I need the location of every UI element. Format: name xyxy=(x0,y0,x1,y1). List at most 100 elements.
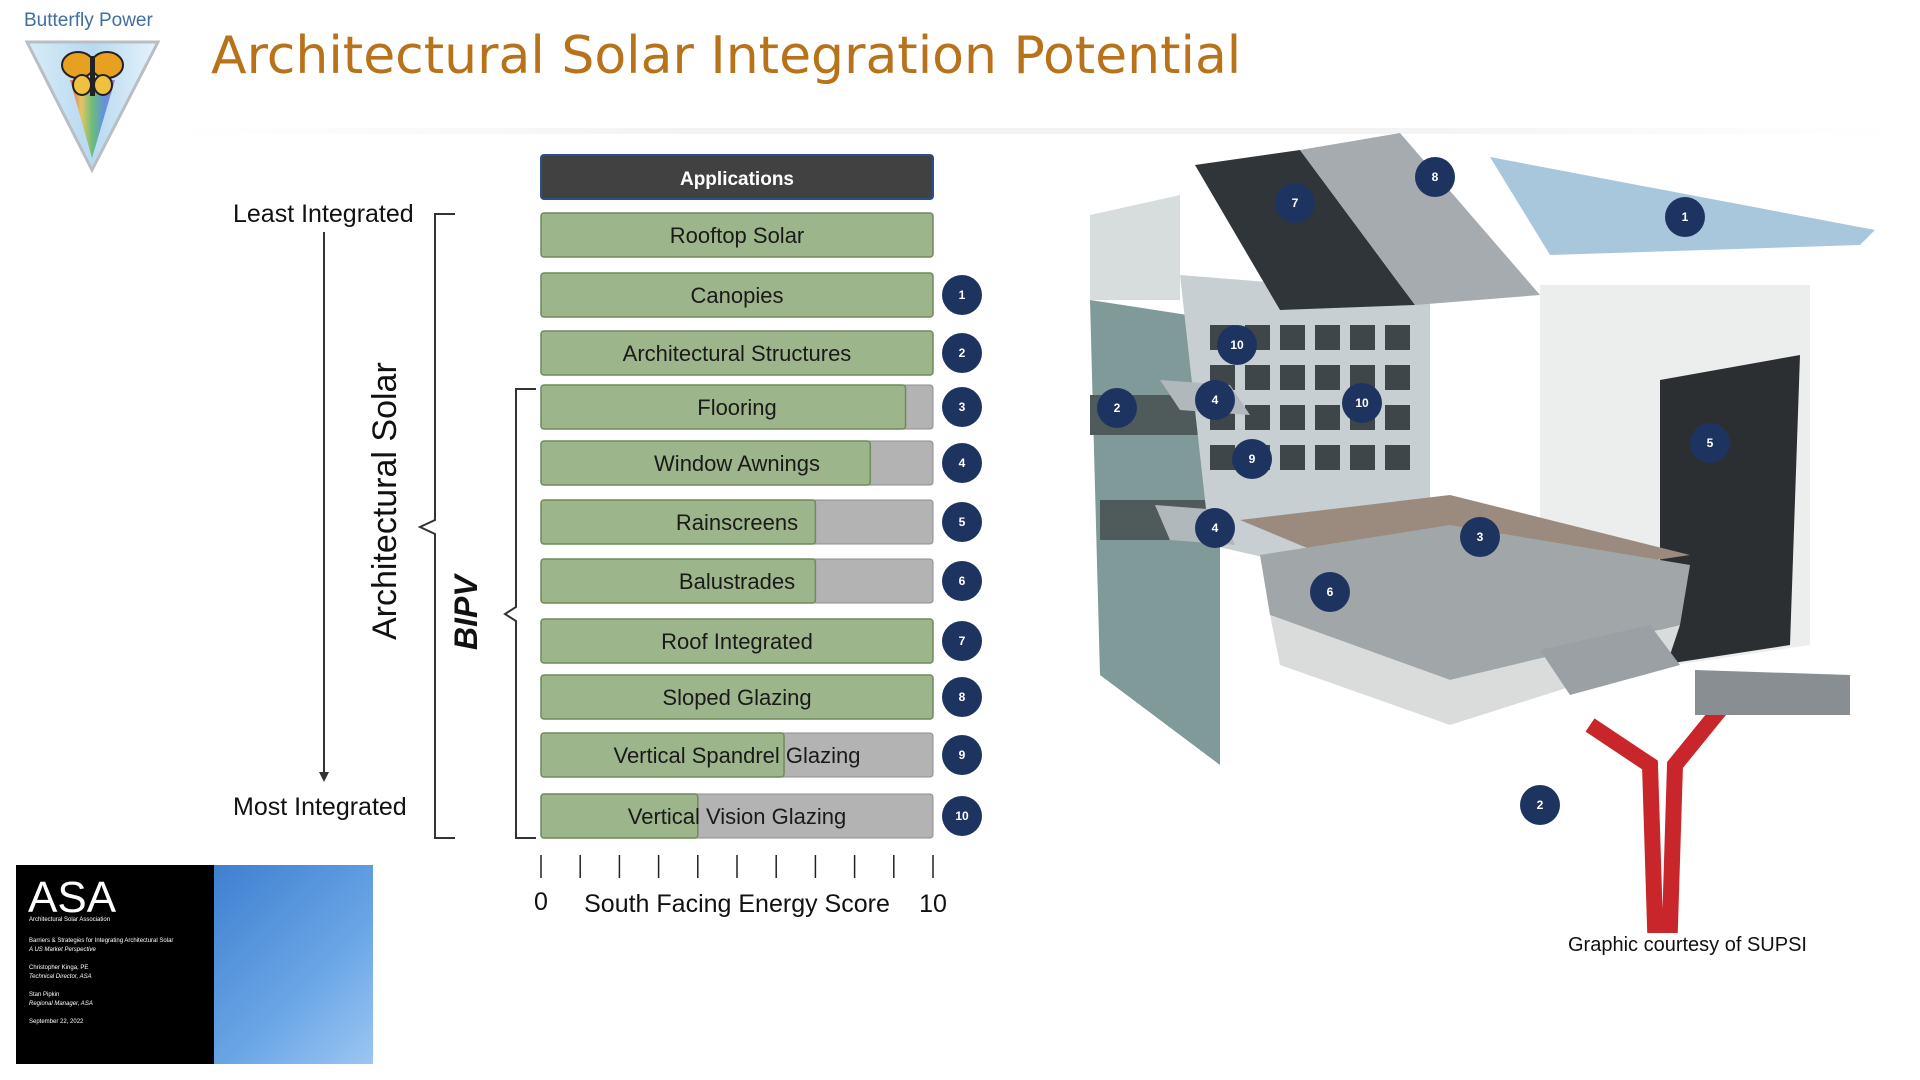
bar-3 xyxy=(540,330,934,376)
bar-label: Vertical Vision Glazing xyxy=(628,804,847,829)
architectural-solar-label: Architectural Solar xyxy=(366,362,404,640)
arrow-down-icon xyxy=(319,772,329,782)
thumbnail-line: September 22, 2022 xyxy=(29,1019,84,1025)
badge-label: 6 xyxy=(959,574,966,588)
badge-label: 2 xyxy=(959,346,966,360)
badge-label: 7 xyxy=(959,634,966,648)
badge-circle xyxy=(942,275,982,315)
bar-8 xyxy=(540,618,934,664)
architectural-solar-bracket xyxy=(417,213,455,839)
bar-5 xyxy=(540,440,872,486)
image-badge xyxy=(1665,197,1705,237)
badge-circle xyxy=(942,443,982,483)
bar-label: Rooftop Solar xyxy=(670,223,805,248)
badge-label: 1 xyxy=(959,288,966,302)
brand: Butterfly Power xyxy=(24,10,174,32)
image-badge-label: 1 xyxy=(1682,210,1689,224)
bar-label: Balustrades xyxy=(679,569,795,594)
x-tick-label: 0 xyxy=(534,888,548,916)
image-badge-label: 7 xyxy=(1292,196,1299,210)
image-badge xyxy=(1232,439,1272,479)
bar-track xyxy=(540,440,934,486)
badge-circle xyxy=(942,502,982,542)
bipv-label: BIPV xyxy=(448,575,484,650)
x-tick-label: 10 xyxy=(919,890,947,918)
bar-4 xyxy=(540,384,907,430)
bar-track xyxy=(540,212,934,258)
image-badge-label: 8 xyxy=(1432,170,1439,184)
badge-circle xyxy=(942,333,982,373)
image-badge-label: 4 xyxy=(1212,521,1219,535)
title-band xyxy=(175,128,1895,134)
image-badge xyxy=(1217,325,1257,365)
applications-header xyxy=(540,154,934,200)
thumbnail-line: Christopher Kinga, PE xyxy=(29,965,89,971)
badge-label: 5 xyxy=(959,515,966,529)
image-badge xyxy=(1342,383,1382,423)
image-badge xyxy=(1310,572,1350,612)
badge-circle xyxy=(942,387,982,427)
bar-label: Roof Integrated xyxy=(661,629,813,654)
image-badge-label: 5 xyxy=(1707,436,1714,450)
badge-label: 9 xyxy=(959,748,966,762)
least-integrated-label: Least Integrated xyxy=(233,200,414,228)
image-badge-label: 2 xyxy=(1537,798,1544,812)
bar-track xyxy=(540,793,934,839)
bar-label: Flooring xyxy=(697,395,776,420)
image-badge-label: 4 xyxy=(1212,393,1219,407)
image-badge xyxy=(1520,785,1560,825)
bar-label: Window Awnings xyxy=(654,451,820,476)
bar-11 xyxy=(540,793,699,839)
thumbnail-text: Barriers & Strategies for Integrating Ar… xyxy=(29,937,214,1027)
badge-label: 8 xyxy=(959,690,966,704)
badge-circle xyxy=(942,561,982,601)
bar-7 xyxy=(540,558,817,604)
thumbnail-line: Barriers & Strategies for Integrating Ar… xyxy=(29,938,174,944)
page-title: Architectural Solar Integration Potentia… xyxy=(211,26,1242,86)
thumbnail-line: A US Market Perspective xyxy=(29,947,96,953)
bar-track xyxy=(540,618,934,664)
image-badge xyxy=(1415,157,1455,197)
bar-label: Canopies xyxy=(691,283,784,308)
badge-label: 3 xyxy=(959,400,966,414)
bar-track xyxy=(540,732,934,778)
butterfly-logo-icon xyxy=(25,40,160,174)
badge-circle xyxy=(942,735,982,775)
bar-track xyxy=(540,330,934,376)
image-badge-label: 3 xyxy=(1477,530,1484,544)
image-credit: Graphic courtesy of SUPSI xyxy=(1568,934,1807,956)
badge-label: 4 xyxy=(959,456,966,470)
report-thumbnail[interactable]: ASA Architectural Solar Association Barr… xyxy=(16,865,373,1064)
image-badge-label: 10 xyxy=(1230,338,1244,352)
asa-subtitle: Architectural Solar Association xyxy=(29,917,111,923)
bar-track xyxy=(540,384,934,430)
image-badge xyxy=(1275,183,1315,223)
building-photo xyxy=(214,865,373,1064)
applications-header-label: Applications xyxy=(680,169,794,190)
image-badge xyxy=(1460,517,1500,557)
thumbnail-line: Stan Pipkin xyxy=(29,992,60,998)
bar-9 xyxy=(540,674,934,720)
bipv-bracket xyxy=(503,388,536,839)
thumbnail-line: Technical Director, ASA xyxy=(29,974,92,980)
bar-label: Architectural Structures xyxy=(623,341,852,366)
badge-circle xyxy=(942,796,982,836)
image-badge-label: 9 xyxy=(1249,452,1256,466)
image-badge-label: 10 xyxy=(1355,396,1369,410)
bar-track xyxy=(540,499,934,545)
badge-label: 10 xyxy=(955,809,969,823)
badge-circle xyxy=(942,621,982,661)
badge-circle xyxy=(942,677,982,717)
bar-6 xyxy=(540,499,817,545)
image-badge xyxy=(1195,380,1235,420)
image-badge xyxy=(1097,388,1137,428)
bar-track xyxy=(540,272,934,318)
bar-label: Vertical Spandrel Glazing xyxy=(613,743,860,768)
bar-label: Rainscreens xyxy=(676,510,798,535)
bar-track xyxy=(540,674,934,720)
bar-track xyxy=(540,558,934,604)
image-badge xyxy=(1195,508,1235,548)
image-badge-label: 2 xyxy=(1114,401,1121,415)
x-axis-label: South Facing Energy Score xyxy=(584,890,890,918)
asa-logo: ASA xyxy=(28,873,117,922)
